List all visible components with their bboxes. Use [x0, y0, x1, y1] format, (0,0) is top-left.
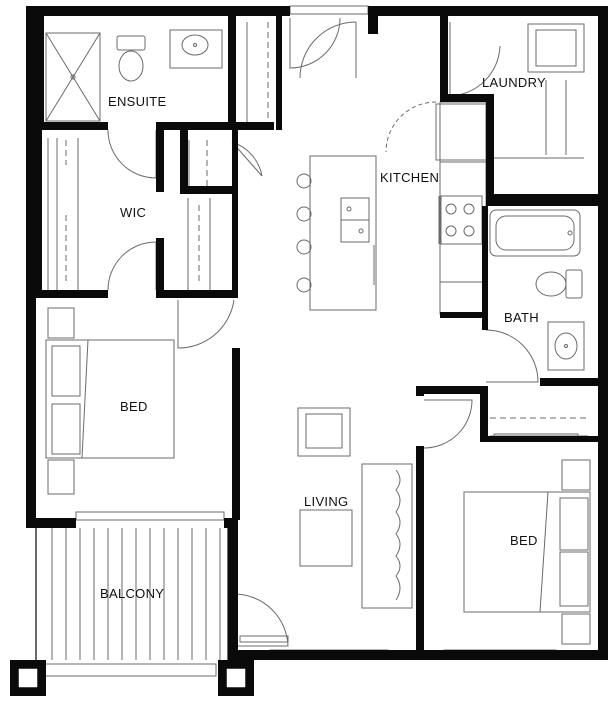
bath-toilet — [565, 269, 583, 299]
label-living: LIVING — [304, 494, 348, 509]
balcony-decking — [51, 528, 221, 660]
ensuite-vanity — [169, 29, 223, 69]
coffee-table — [299, 509, 353, 567]
nightstand — [561, 459, 591, 491]
label-balcony: BALCONY — [100, 586, 164, 601]
sofa — [361, 463, 413, 609]
bed-right-frame — [463, 491, 591, 613]
balcony-post — [17, 667, 39, 689]
label-laundry: LAUNDRY — [482, 75, 546, 90]
room-labels: ENSUITE LAUNDRY KITCHEN WIC BATH BED LIV… — [100, 75, 546, 601]
ensuite-toilet — [116, 35, 146, 51]
label-wic: WIC — [120, 205, 146, 220]
label-ensuite: ENSUITE — [108, 94, 166, 109]
range-stove — [439, 195, 483, 245]
label-bed-right: BED — [510, 533, 538, 548]
balcony-post — [225, 667, 247, 689]
shower-stall — [45, 32, 101, 122]
laundry-washer — [527, 23, 585, 73]
label-bath: BATH — [504, 310, 539, 325]
bed-left-frame — [45, 339, 175, 459]
label-kitchen: KITCHEN — [380, 170, 439, 185]
nightstand — [561, 613, 591, 645]
bathtub — [489, 209, 581, 257]
armchair — [297, 407, 351, 457]
bath-vanity — [547, 321, 585, 371]
refrigerator — [435, 103, 487, 161]
label-bed-left: BED — [120, 399, 148, 414]
door-swings — [107, 17, 539, 647]
nightstand — [47, 307, 75, 339]
nightstand — [47, 459, 75, 495]
fixtures — [41, 5, 591, 677]
kitchen-island — [309, 155, 377, 311]
